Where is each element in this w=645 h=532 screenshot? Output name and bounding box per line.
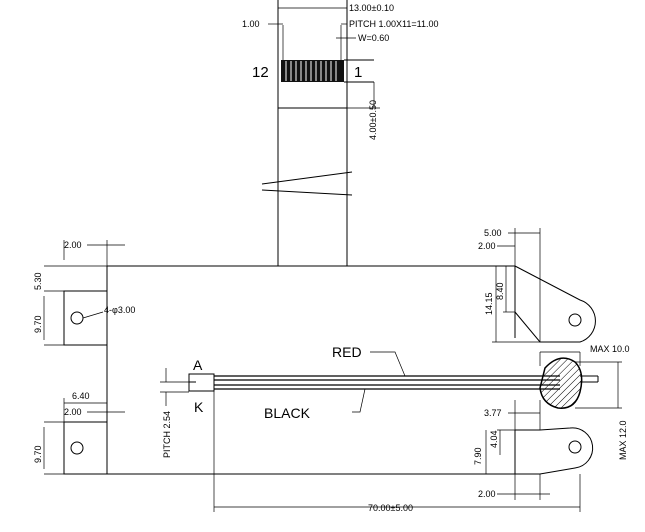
pin-1-label: 1 [354,64,362,81]
cable-length-dimension: 70.00±5.00 [213,391,581,513]
wires [214,351,560,413]
left-tab-bottom [63,421,108,475]
right-bottom-dimensions: 3.77 4.04 7.90 2.00 [473,400,550,500]
left-dimensions: 2.00 5.30 9.70 4-φ3.00 6.40 2.00 9.70 [33,240,135,475]
width-dim: W=0.60 [358,33,389,43]
total-width-dim: 13.00±0.10 [349,3,394,13]
led-head: MAX 10.0 MAX 12.0 [539,344,630,460]
pin-offset-dim: 1.00 [242,19,260,29]
connector-pitch-dim: PITCH 2.54 [162,411,172,458]
contact-length-dim: 4.00±0.50 [368,100,378,140]
right-tab-top [514,265,596,343]
left-tab-offset-top-dim: 2.00 [64,240,82,250]
right-top-offset-dim: 2.00 [478,241,496,251]
black-wire-label: BLACK [264,405,311,421]
right-top-height-dim: 14.15 [484,292,494,315]
right-top-width-dim: 5.00 [484,228,502,238]
top-dimensions: 13.00±0.10 1.00 PITCH 1.00X11=11.00 W=0.… [242,3,438,140]
connector: PITCH 2.54 [160,368,215,458]
cable-length-dim: 70.00±5.00 [368,503,413,513]
right-tab-bottom [515,427,594,475]
pin-12-label: 12 [252,64,269,81]
red-wire-label: RED [332,344,362,360]
max-width-dim: MAX 10.0 [590,344,630,354]
right-bottom-inner-dim: 4.04 [489,430,499,448]
left-tab-height-top-dim: 9.70 [33,315,43,333]
right-top-inner-dim: 8.40 [495,282,505,300]
left-tab-gap-dim: 6.40 [72,391,90,401]
pitch-dim: PITCH 1.00X11=11.00 [349,19,438,29]
fpc-contact-block [281,59,374,83]
left-tab-offset-bottom-dim: 2.00 [64,407,82,417]
max-height-dim: MAX 12.0 [618,420,628,460]
right-bottom-offset-dim: 2.00 [478,489,496,499]
left-tab-top [63,290,108,346]
left-tab-upper-dim: 5.30 [33,272,43,290]
right-bottom-width-dim: 3.77 [484,408,502,418]
right-top-dimensions: 5.00 2.00 14.15 8.40 [478,228,541,343]
hole-diameter-dim: 4-φ3.00 [104,305,135,315]
left-tab-height-bottom-dim: 9.70 [33,445,43,463]
anode-label: A [193,357,203,373]
fpc-cable [261,0,353,266]
right-bottom-height-dim: 7.90 [473,447,483,465]
cathode-label: K [194,399,204,415]
